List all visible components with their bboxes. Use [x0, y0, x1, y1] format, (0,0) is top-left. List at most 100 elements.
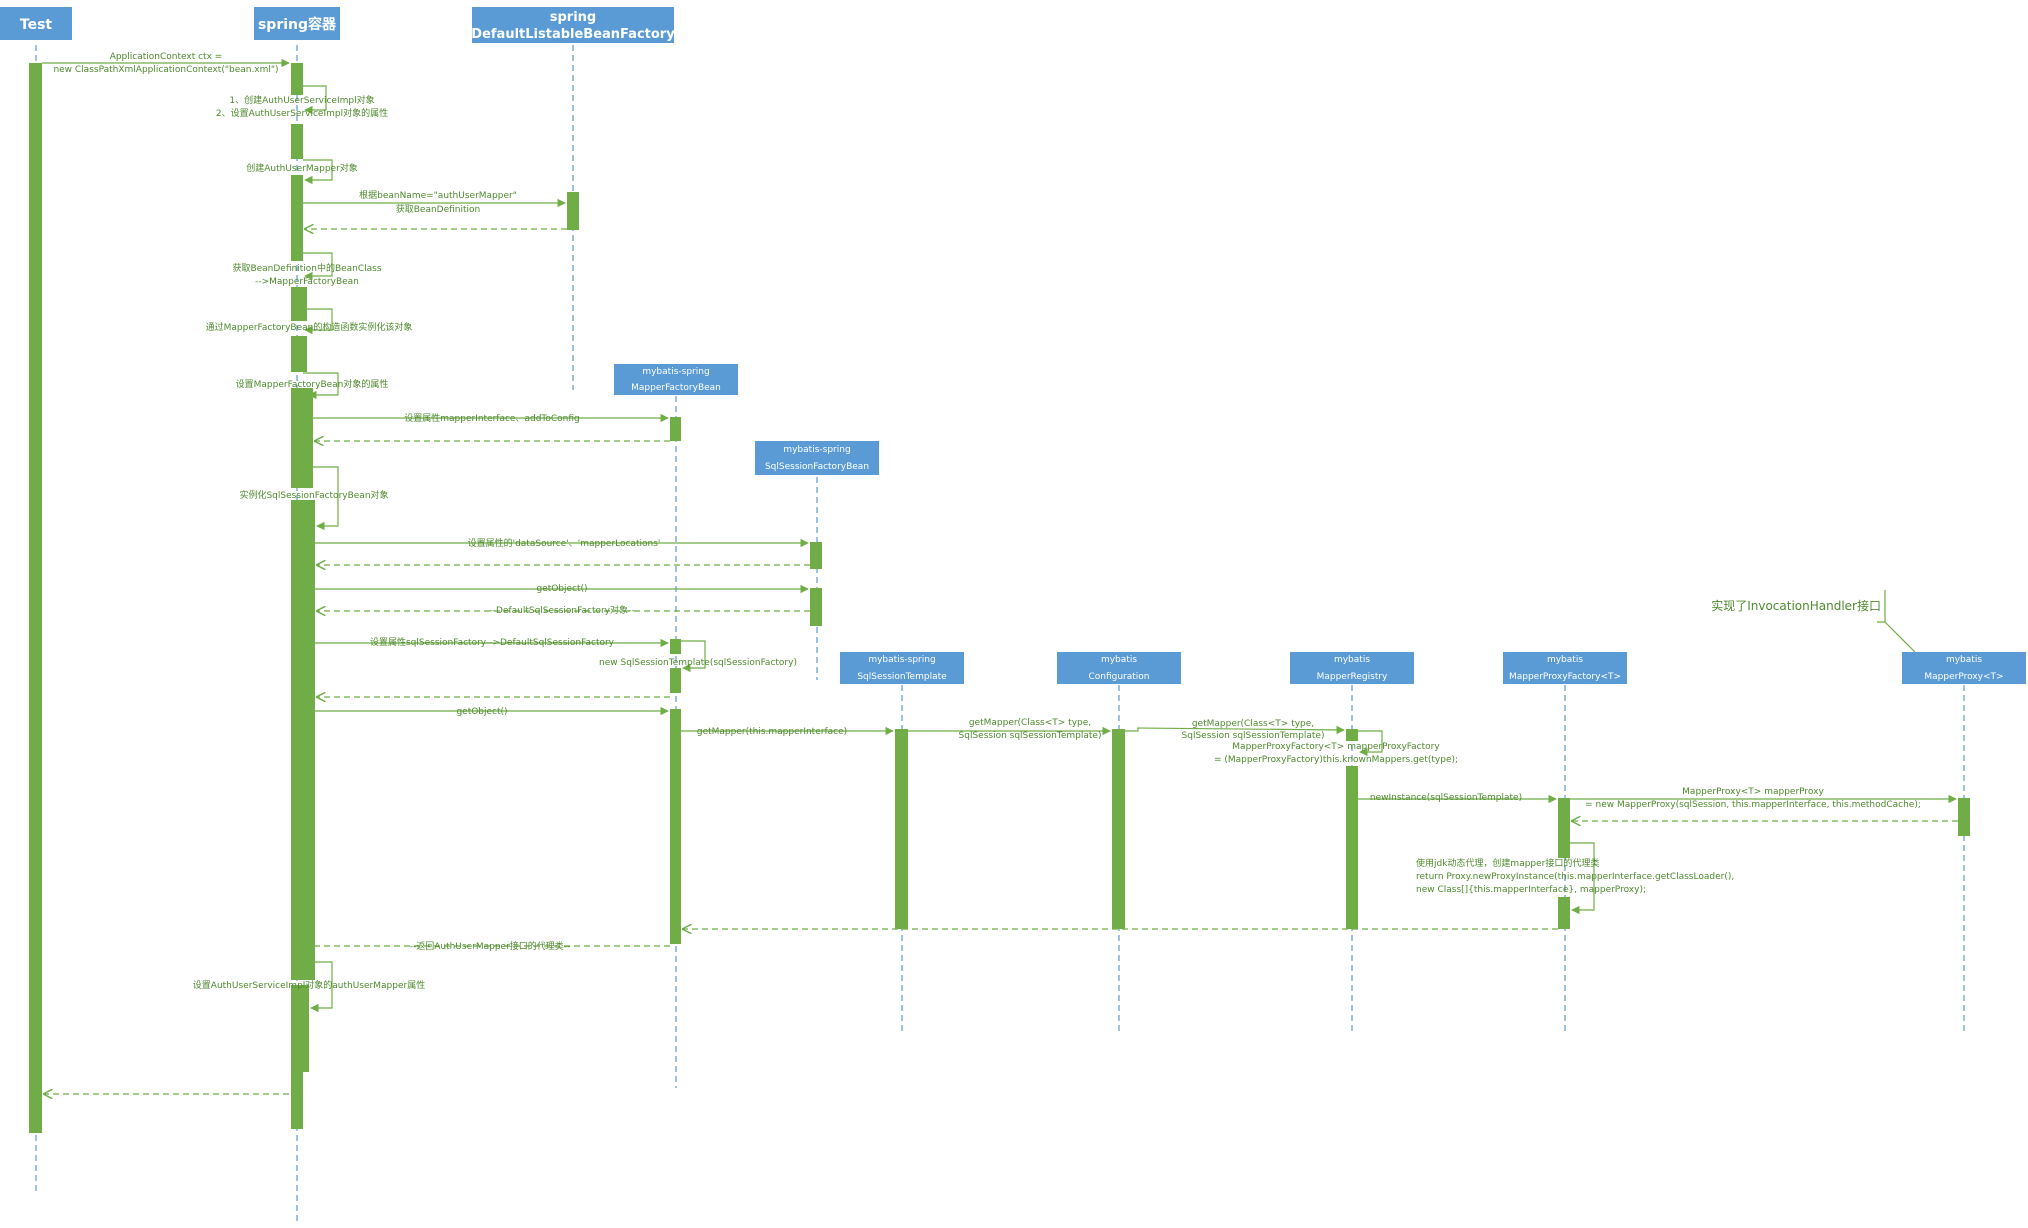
activation-reg-2 [1346, 766, 1358, 929]
activation-test [29, 63, 42, 1133]
activation-sst [895, 729, 908, 929]
message-label-19: newInstance(sqlSessionTemplate) [1370, 793, 1522, 803]
message-label-7: 设置属性mapperInterface、addToConfig [404, 412, 580, 424]
lifelines [35, 45, 1965, 1225]
participant-test-label: Test [20, 17, 53, 33]
activation-mpf-2 [1558, 897, 1570, 929]
message-label-23: 设置AuthUserServiceImpl对象的authUserMapper属性 [193, 979, 425, 991]
note-invocation-handler: 实现了InvocationHandler接口 [1711, 590, 1916, 653]
message-arrow-18 [1358, 730, 1383, 757]
message-arrow-2 [303, 159, 333, 185]
message-arrow-17 [1125, 725, 1345, 735]
message-label-20-1: MapperProxy<T> mapperProxy [1682, 787, 1824, 797]
message-label-4-2: -->MapperFactoryBean [255, 277, 359, 287]
message-label-20-2: = new MapperProxy(sqlSession, this.mappe… [1585, 800, 1921, 810]
message-label-21-2: return Proxy.newProxyInstance(this.mappe… [1416, 872, 1734, 882]
message-label-1-2: 2、设置AuthUserServiceImpl对象的属性 [216, 107, 388, 119]
participant-sst-label-2: SqlSessionTemplate [857, 672, 947, 682]
message-label-13: new SqlSessionTemplate(sqlSessionFactory… [599, 658, 797, 668]
participant-factory-label-2: DefaultListableBeanFactory [471, 27, 675, 42]
message-labels: ApplicationContext ctx = new ClassPathXm… [53, 52, 1920, 991]
activation-spring-4 [291, 287, 307, 321]
activation-spring-3 [291, 175, 303, 261]
participant-mp-label-2: MapperProxy<T> [1924, 672, 2003, 682]
participant-mfb-label-1: mybatis-spring [642, 367, 709, 377]
activation-mfb-1 [670, 417, 681, 441]
messages [42, 58, 1958, 1094]
participant-mp: mybatis MapperProxy<T> [1902, 652, 2026, 684]
message-arrow-23 [303, 961, 333, 1013]
participant-test: Test [0, 7, 72, 40]
message-label-3-1: 根据beanName="authUserMapper" [359, 189, 517, 201]
participant-mpf-label-2: MapperProxyFactory<T> [1509, 672, 1621, 682]
activation-mfb-4 [670, 709, 681, 944]
message-label-22: --返回AuthUserMapper接口的代理类-- [410, 940, 571, 952]
activation-factory [567, 192, 579, 230]
message-label-8: 实例化SqlSessionFactoryBean对象 [239, 489, 388, 501]
activation-mp [1958, 798, 1970, 836]
activation-conf [1112, 729, 1125, 929]
activation-reg-1 [1346, 729, 1358, 741]
participant-sst: mybatis-spring SqlSessionTemplate [840, 652, 964, 684]
participant-spring: spring容器 [254, 7, 340, 40]
message-label-9: 设置属性的'dataSource'、'mapperLocations' [468, 537, 661, 549]
message-arrow-8 [313, 466, 339, 531]
message-arrow-1 [303, 85, 327, 115]
participant-conf-label-2: Configuration [1088, 672, 1149, 682]
activations [29, 63, 1970, 1133]
participant-reg: mybatis MapperRegistry [1290, 652, 1414, 684]
message-arrow-4 [303, 252, 333, 281]
message-label-21-1: 使用jdk动态代理，创建mapper接口的代理类 [1416, 857, 1599, 869]
participant-conf: mybatis Configuration [1057, 652, 1181, 684]
activation-spring-5 [291, 336, 307, 372]
message-label-10: getObject() [536, 584, 587, 594]
message-label-4-1: 获取BeanDefinition中的BeanClass [232, 262, 381, 274]
message-label-14: getObject() [456, 707, 507, 717]
activation-spring-9 [291, 1072, 303, 1129]
message-arrow-21 [1570, 842, 1595, 915]
activation-spring-2 [291, 124, 303, 159]
message-arrow-5 [303, 308, 333, 335]
message-label-2: 创建AuthUserMapper对象 [246, 162, 358, 174]
activation-spring-6 [291, 388, 313, 488]
message-label-5: 通过MapperFactoryBean的构造函数实例化该对象 [206, 321, 413, 333]
message-label-0-1: ApplicationContext ctx = [110, 52, 223, 62]
activation-ssfb-2 [810, 588, 822, 626]
participant-ssfb-label-1: mybatis-spring [783, 445, 850, 455]
message-label-18-2: = (MapperProxyFactory)this.knownMappers.… [1214, 755, 1458, 765]
activation-ssfb-1 [810, 542, 822, 569]
message-label-3-2: 获取BeanDefinition [396, 204, 481, 215]
message-label-15: getMapper(this.mapperInterface) [697, 727, 847, 737]
participant-conf-label-1: mybatis [1101, 655, 1137, 665]
message-label-1-1: 1、创建AuthUserServiceImpl对象 [229, 94, 374, 106]
message-label-17-2: SqlSession sqlSessionTemplate) [1182, 731, 1325, 741]
participant-reg-label-1: mybatis [1334, 655, 1370, 665]
message-label-16-2: SqlSession sqlSessionTemplate) [959, 731, 1102, 741]
participant-mpf: mybatis MapperProxyFactory<T> [1503, 652, 1627, 684]
message-label-11: --DefaultSqlSessionFactory对象-- [489, 604, 634, 616]
message-label-16-1: getMapper(Class<T> type, [969, 718, 1091, 728]
message-arrow-6 [303, 372, 339, 400]
participant-sst-label-1: mybatis-spring [868, 655, 935, 665]
message-label-12: 设置属性sqlSessionFactory-->DefaultSqlSessio… [370, 636, 615, 648]
message-label-18-1: MapperProxyFactory<T> mapperProxyFactory [1232, 742, 1440, 752]
activation-spring-8 [291, 985, 309, 1072]
message-label-0-2: new ClassPathXmlApplicationContext("bean… [53, 65, 278, 75]
message-label-17-1: getMapper(Class<T> type, [1192, 719, 1314, 729]
activation-spring-7 [291, 500, 315, 980]
activation-mfb-3 [670, 668, 681, 693]
participant-factory-label-1: spring [550, 10, 596, 25]
note-text: 实现了InvocationHandler接口 [1711, 598, 1881, 613]
activation-mpf-1 [1558, 798, 1570, 858]
note-connector [1884, 621, 1916, 653]
participant-mpf-label-1: mybatis [1547, 655, 1583, 665]
participant-spring-label: spring容器 [258, 16, 337, 33]
participant-reg-label-2: MapperRegistry [1317, 672, 1388, 682]
message-label-21-3: new Class[]{this.mapperInterface}, mappe… [1416, 885, 1646, 895]
participant-mfb: mybatis-spring MapperFactoryBean [614, 364, 738, 395]
participant-ssfb: mybatis-spring SqlSessionFactoryBean [755, 441, 879, 475]
participant-ssfb-label-2: SqlSessionFactoryBean [765, 462, 869, 472]
message-label-6: 设置MapperFactoryBean对象的属性 [236, 378, 389, 390]
participant-mp-label-1: mybatis [1946, 655, 1982, 665]
